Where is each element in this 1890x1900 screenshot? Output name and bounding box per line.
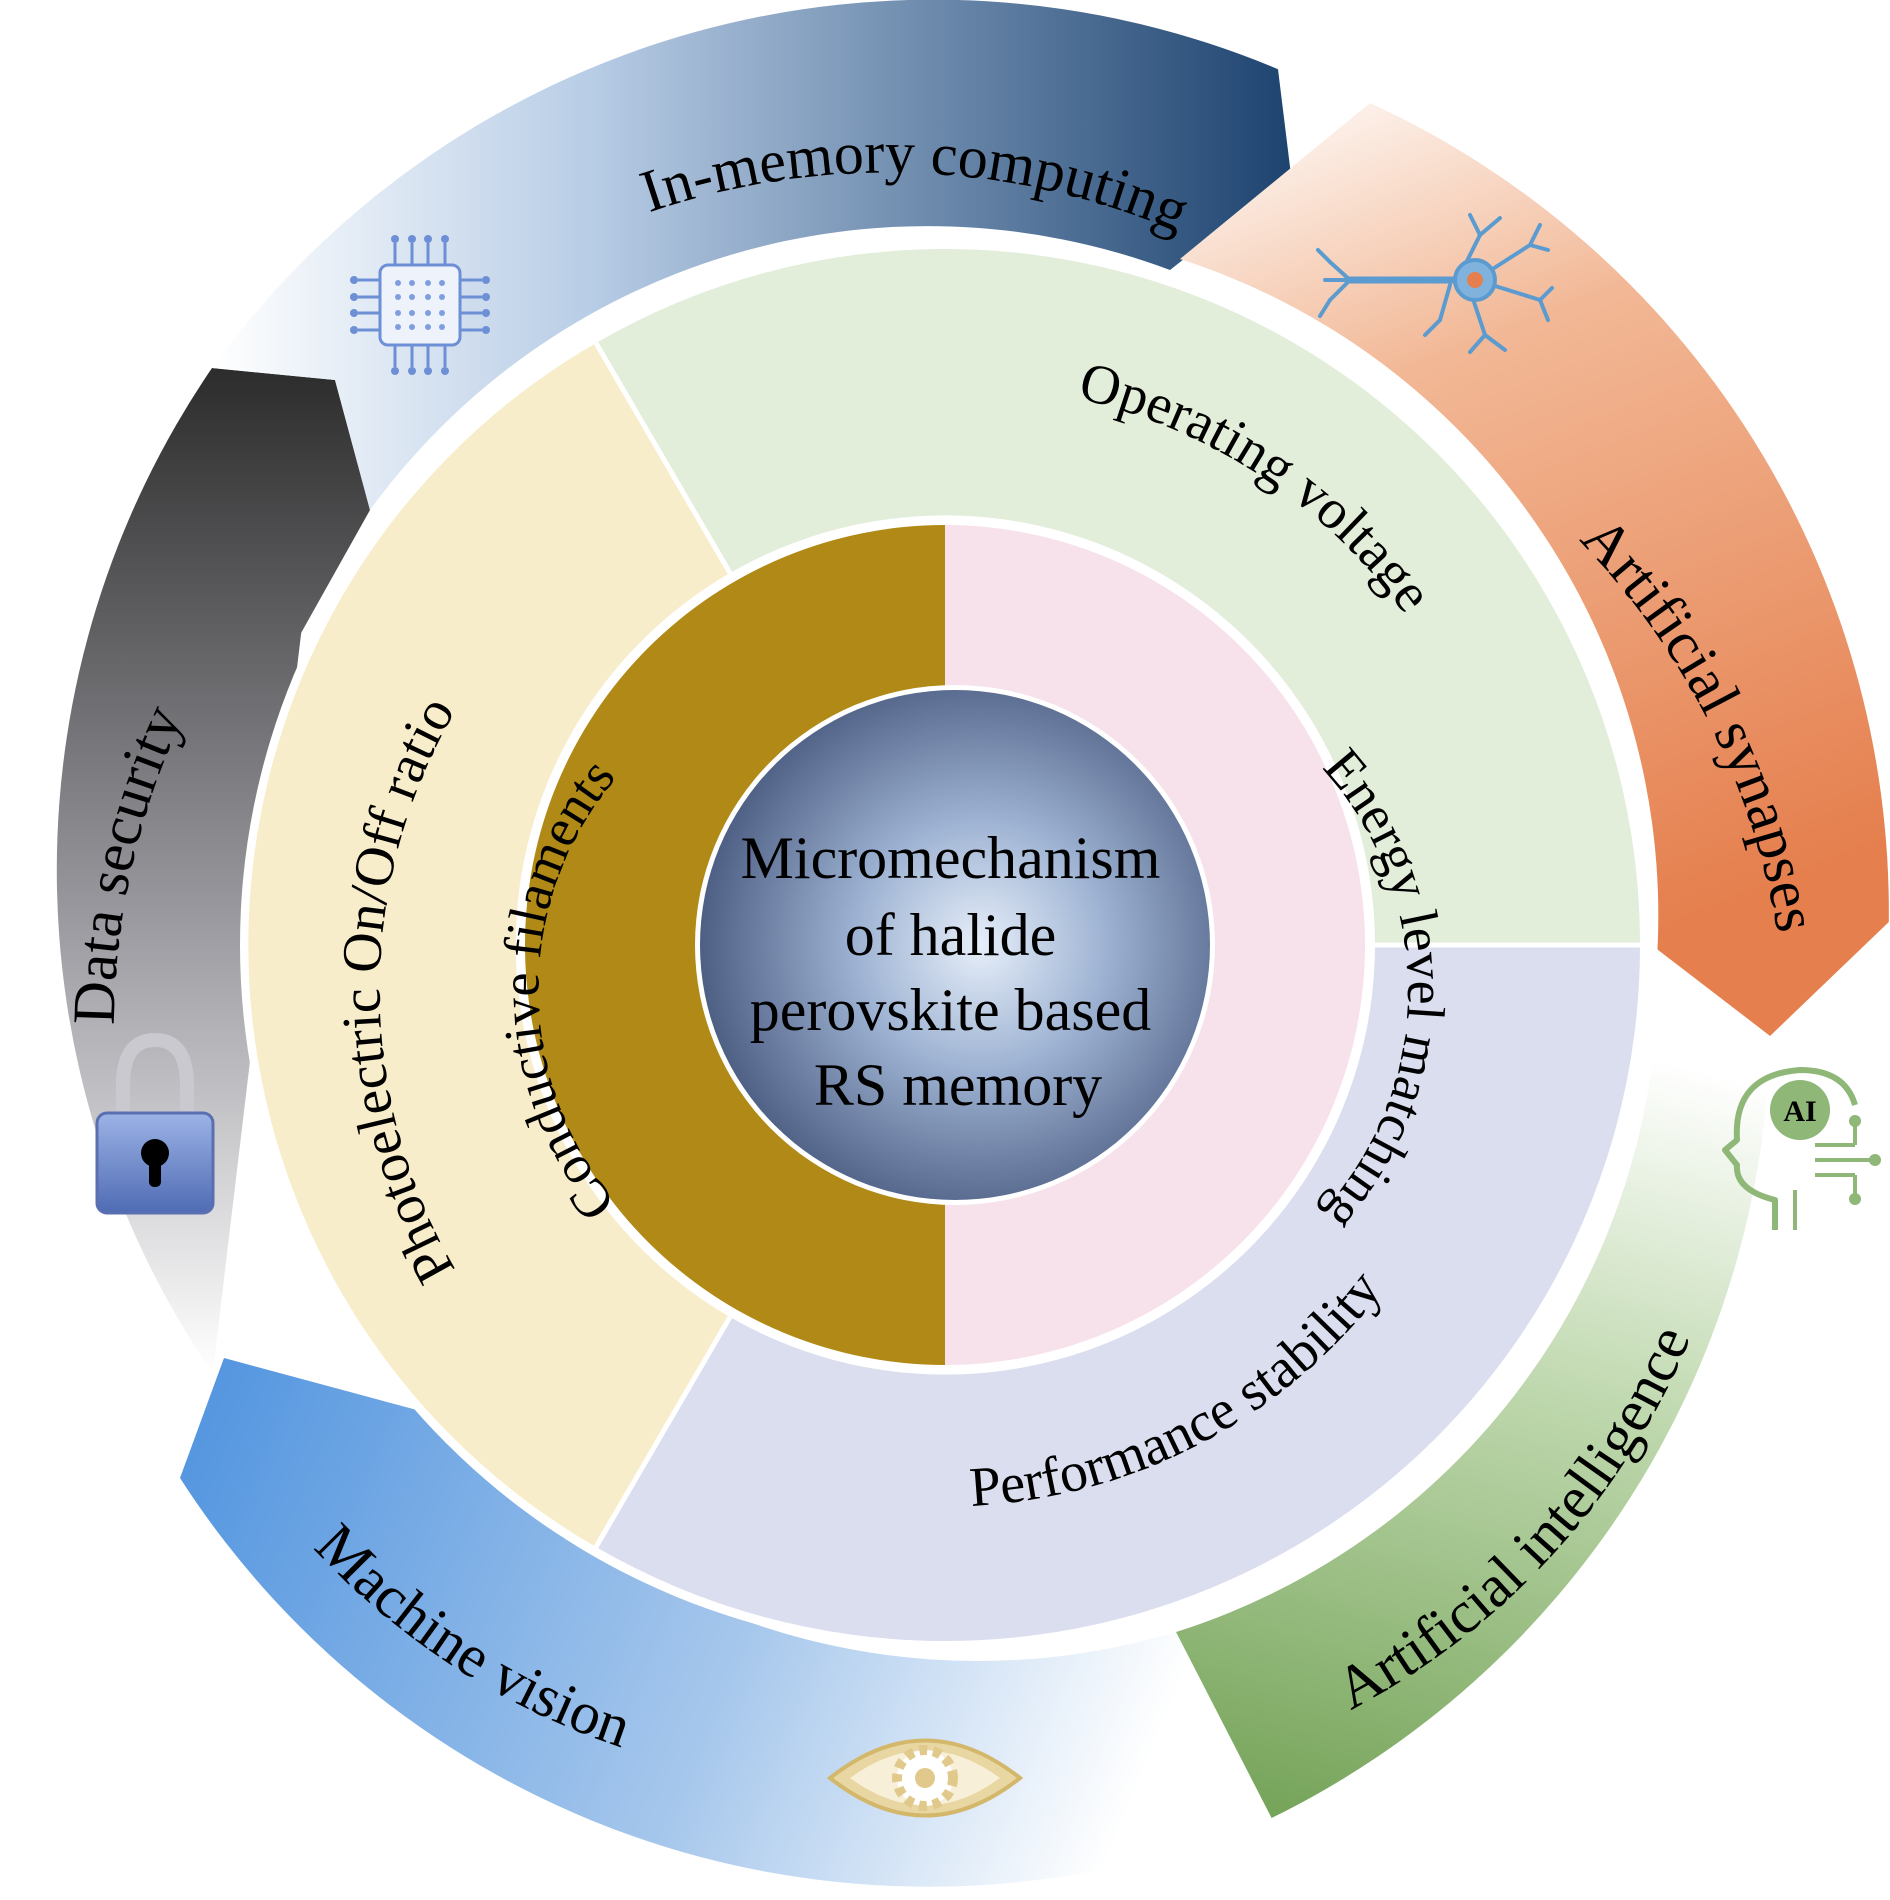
outer-segment-artificial-intelligence (1115, 949, 1770, 1818)
center-sphere (700, 690, 1210, 1200)
neuron-icon (1316, 213, 1554, 354)
padlock-icon (95, 1032, 215, 1215)
outer-segment-in-memory-computing (212, 0, 1291, 510)
outer-segment-machine-vision (180, 1358, 1272, 1887)
ai-head-icon: AI (1722, 1067, 1881, 1230)
middle-divider-top (593, 341, 733, 575)
center-line-2: of halide (845, 902, 1057, 968)
middle-segment-performance-stability (596, 945, 1641, 1641)
ai-badge-text: AI (1783, 1095, 1816, 1128)
outer-segment-artificial-synapses (1180, 103, 1889, 1036)
center-title: Micromechanism of halide perovskite base… (741, 825, 1176, 1118)
middle-segment-operating-voltage (596, 249, 1641, 945)
middle-segment-photoelectric-ratio (248, 343, 730, 1547)
center-line-3: perovskite based (750, 977, 1152, 1043)
middle-divider-bottom (593, 1315, 733, 1549)
chip-icon (350, 235, 490, 375)
center-line-1: Micromechanism (741, 825, 1161, 891)
middle-ring (248, 249, 1641, 1641)
center-line-4: RS memory (814, 1052, 1102, 1118)
eye-gear-icon (826, 1738, 1024, 1818)
